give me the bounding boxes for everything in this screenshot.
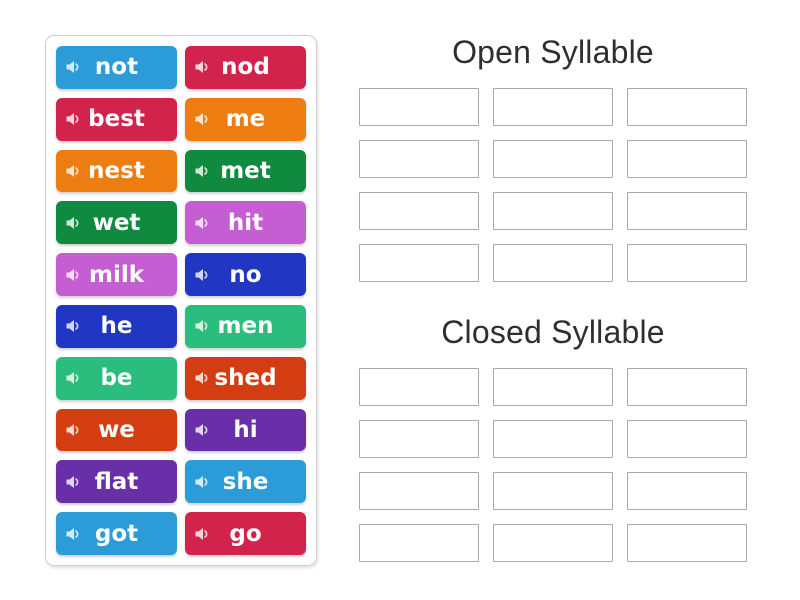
group-open-syllable: Open Syllable	[359, 36, 747, 282]
closed-syllable-slots	[359, 368, 747, 562]
speaker-icon[interactable]	[65, 318, 81, 334]
word-tile[interactable]: best	[56, 97, 177, 141]
word-tile[interactable]: hi	[185, 408, 306, 452]
speaker-icon[interactable]	[194, 526, 210, 542]
word-tile[interactable]: go	[185, 512, 306, 555]
word-tile[interactable]: shed	[185, 356, 306, 400]
word-tile[interactable]: men	[185, 304, 306, 348]
word-tile[interactable]: me	[185, 97, 306, 141]
word-tile[interactable]: flat	[56, 460, 177, 504]
tile-word: men	[217, 313, 274, 340]
drop-slot[interactable]	[627, 420, 747, 458]
drop-slot[interactable]	[627, 524, 747, 562]
word-tile[interactable]: wet	[56, 201, 177, 245]
tile-word: got	[94, 520, 139, 547]
speaker-icon[interactable]	[65, 111, 81, 127]
word-tile[interactable]: got	[56, 512, 177, 555]
word-tiles-panel: not nod best me nest met	[45, 35, 317, 566]
drop-slot[interactable]	[627, 244, 747, 282]
drop-slot[interactable]	[493, 244, 613, 282]
drop-slot[interactable]	[493, 368, 613, 406]
word-tile[interactable]: nest	[56, 149, 177, 193]
tile-word: hit	[227, 209, 264, 236]
drop-slot[interactable]	[627, 368, 747, 406]
word-tile[interactable]: be	[56, 356, 177, 400]
speaker-icon[interactable]	[194, 59, 210, 75]
word-tile[interactable]: nod	[185, 46, 306, 89]
tile-word: go	[229, 520, 262, 547]
tile-word: met	[220, 157, 271, 184]
speaker-icon[interactable]	[194, 163, 210, 179]
group-title-open: Open Syllable	[452, 34, 654, 70]
drop-slot[interactable]	[493, 472, 613, 510]
drop-slot[interactable]	[359, 140, 479, 178]
speaker-icon[interactable]	[194, 474, 210, 490]
tile-word: best	[88, 106, 145, 133]
word-tile[interactable]: hit	[185, 201, 306, 245]
drop-slot[interactable]	[493, 420, 613, 458]
open-syllable-slots	[359, 88, 747, 282]
word-tile[interactable]: we	[56, 408, 177, 452]
drop-slot[interactable]	[627, 140, 747, 178]
tile-word: she	[222, 468, 269, 495]
tile-word: nod	[221, 54, 270, 81]
drop-slot[interactable]	[359, 192, 479, 230]
group-title-closed: Closed Syllable	[441, 314, 665, 350]
speaker-icon[interactable]	[65, 370, 81, 386]
speaker-icon[interactable]	[194, 267, 210, 283]
word-tile[interactable]: milk	[56, 253, 177, 296]
tile-word: no	[229, 261, 262, 288]
drop-slot[interactable]	[627, 88, 747, 126]
tile-word: wet	[92, 209, 141, 236]
tile-word: milk	[88, 261, 145, 288]
word-tile[interactable]: he	[56, 304, 177, 348]
group-closed-syllable: Closed Syllable	[359, 316, 747, 562]
drop-slot[interactable]	[359, 244, 479, 282]
drop-slot[interactable]	[493, 140, 613, 178]
drop-slot[interactable]	[359, 524, 479, 562]
tile-word: be	[100, 365, 133, 392]
word-tile[interactable]: she	[185, 460, 306, 504]
drop-slot[interactable]	[493, 524, 613, 562]
drop-slot[interactable]	[493, 192, 613, 230]
speaker-icon[interactable]	[194, 318, 210, 334]
drop-slot[interactable]	[359, 420, 479, 458]
speaker-icon[interactable]	[194, 370, 210, 386]
word-tile[interactable]: not	[56, 46, 177, 89]
drop-slot[interactable]	[627, 192, 747, 230]
speaker-icon[interactable]	[65, 163, 81, 179]
drop-slot[interactable]	[359, 88, 479, 126]
tile-word: flat	[94, 468, 139, 495]
drop-slot[interactable]	[359, 472, 479, 510]
speaker-icon[interactable]	[65, 59, 81, 75]
speaker-icon[interactable]	[65, 215, 81, 231]
word-tile[interactable]: no	[185, 253, 306, 296]
speaker-icon[interactable]	[65, 267, 81, 283]
tile-word: me	[225, 106, 266, 133]
drop-slot[interactable]	[359, 368, 479, 406]
tile-word: shed	[214, 365, 277, 392]
tile-word: hi	[233, 416, 258, 443]
word-tile[interactable]: met	[185, 149, 306, 193]
drop-slot[interactable]	[493, 88, 613, 126]
speaker-icon[interactable]	[194, 215, 210, 231]
tile-word: nest	[88, 157, 145, 184]
drop-slot[interactable]	[627, 472, 747, 510]
speaker-icon[interactable]	[65, 526, 81, 542]
tile-word: not	[94, 54, 139, 81]
tile-word: we	[98, 416, 135, 443]
speaker-icon[interactable]	[194, 111, 210, 127]
tile-word: he	[100, 313, 133, 340]
speaker-icon[interactable]	[65, 474, 81, 490]
speaker-icon[interactable]	[65, 422, 81, 438]
speaker-icon[interactable]	[194, 422, 210, 438]
